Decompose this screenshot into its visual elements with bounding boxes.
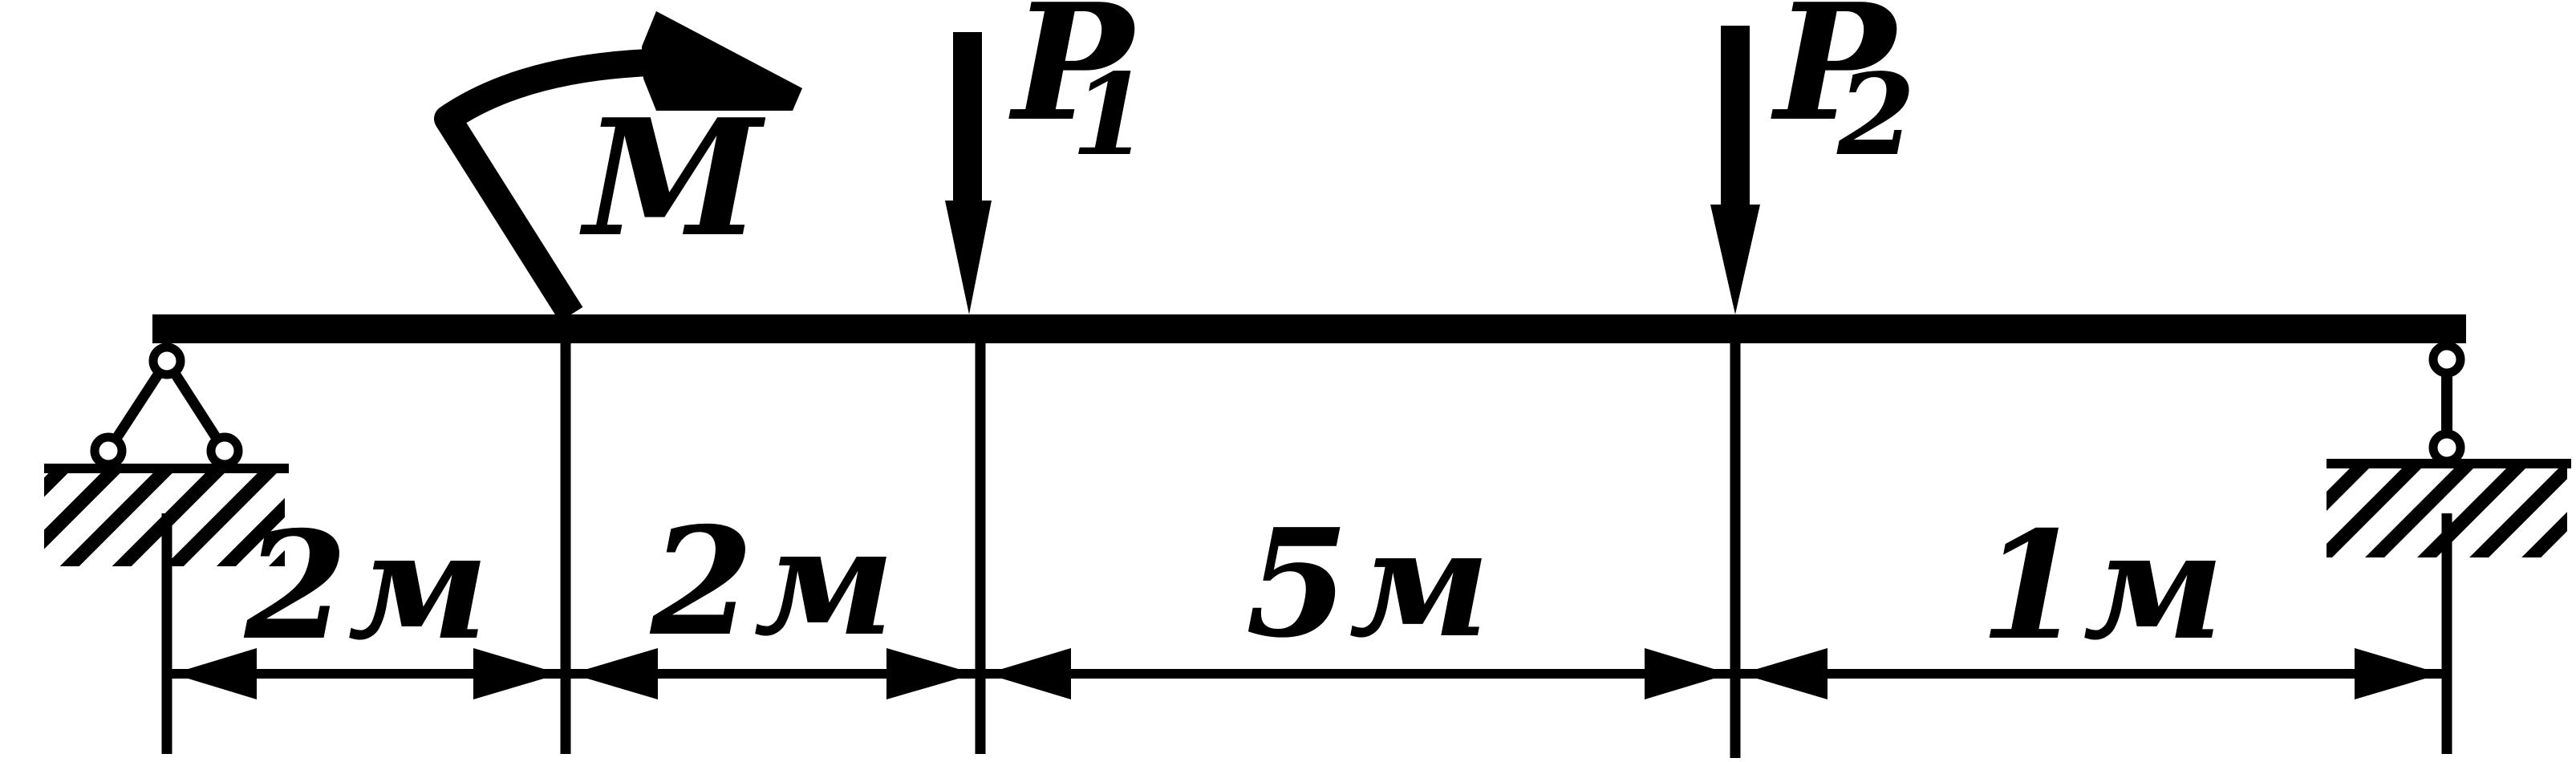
dimension-label-4: 1м xyxy=(1980,498,2225,673)
dimension-label-2: 2м xyxy=(650,494,895,669)
dimension-label-1: 2м xyxy=(244,498,489,673)
moment-arrow xyxy=(434,11,802,322)
dimension-label-3: 5м xyxy=(1246,496,1491,671)
dimension-line-2 xyxy=(566,648,980,699)
moment-label: M xyxy=(579,84,766,273)
dimension-line-4 xyxy=(1735,648,2447,699)
dimension-line-3 xyxy=(980,648,1735,699)
beam xyxy=(152,314,2466,343)
dimension-line-1 xyxy=(167,648,566,699)
extension-lines xyxy=(161,337,2452,758)
force-index-p2: 2 xyxy=(1836,50,1915,181)
left-pinned-support xyxy=(44,342,289,566)
force-arrow-p2 xyxy=(1710,26,1760,314)
force-arrow-p1 xyxy=(945,32,992,314)
force-index-p1: 1 xyxy=(1071,50,1149,181)
force-label-p1: P xyxy=(1008,0,1138,157)
force-label-p2: P xyxy=(1771,0,1900,157)
